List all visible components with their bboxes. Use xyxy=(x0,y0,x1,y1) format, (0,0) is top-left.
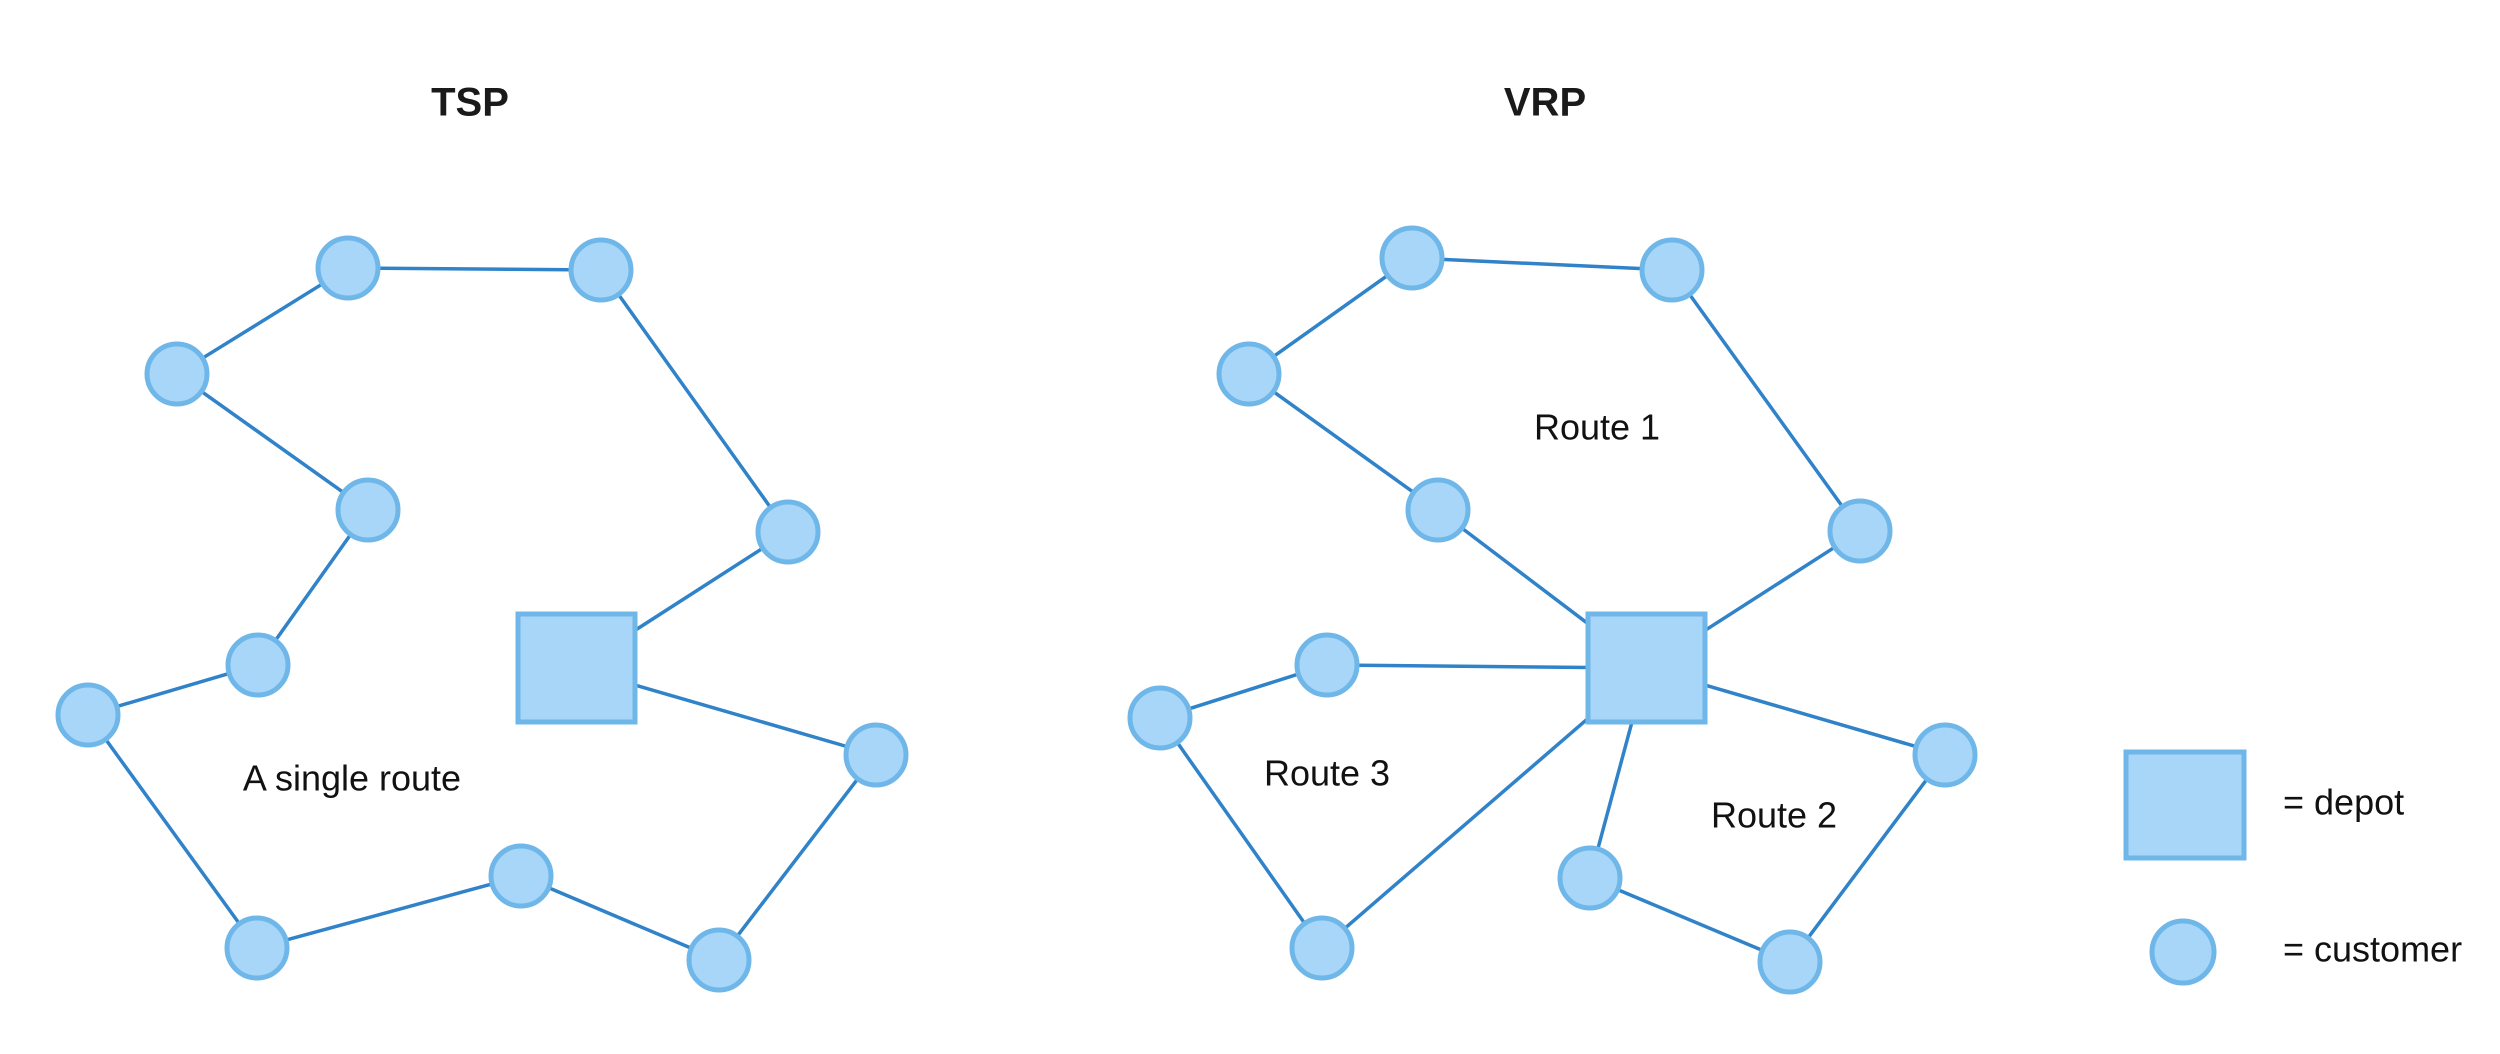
tsp-customer-node[interactable] xyxy=(568,237,634,303)
tsp-edge xyxy=(201,282,324,360)
tsp-customer-node[interactable] xyxy=(55,682,121,748)
tsp-edge xyxy=(547,886,693,950)
edge-layer xyxy=(104,257,1929,952)
vrp-customer-node[interactable] xyxy=(1912,722,1978,788)
vrp-customer-node[interactable] xyxy=(1757,929,1823,995)
tsp-edge xyxy=(634,683,848,749)
vrp-route-2-label: Route 2 xyxy=(1711,795,1837,836)
tsp-depot-node[interactable] xyxy=(515,611,638,725)
vrp-customer-node[interactable] xyxy=(1127,685,1193,751)
vrp-route-1-edge xyxy=(1460,526,1590,626)
tsp-customer-node[interactable] xyxy=(144,341,210,407)
vrp-route-1-edge xyxy=(1272,390,1415,494)
vrp-depot-node[interactable] xyxy=(1585,611,1708,725)
node-layer xyxy=(55,225,1978,995)
vrp-customer-node[interactable] xyxy=(1405,477,1471,543)
tsp-edge xyxy=(116,671,230,709)
tsp-customer-node[interactable] xyxy=(843,722,909,788)
tsp-edge xyxy=(377,266,572,272)
vrp-route-3-edge xyxy=(1175,741,1307,925)
legend-depot-square-icon xyxy=(2123,749,2247,861)
tsp-edge xyxy=(285,882,493,942)
vrp-route-2-edge xyxy=(1616,888,1764,952)
vrp-route-1-edge xyxy=(1441,257,1643,271)
vrp-customer-node[interactable] xyxy=(1289,915,1355,981)
vrp-route-1-edge xyxy=(1704,545,1836,632)
tsp-panel-title: TSP xyxy=(431,81,509,125)
tsp-edge xyxy=(104,738,241,925)
vrp-customer-node[interactable] xyxy=(1639,237,1705,303)
vrp-route-3-edge xyxy=(1356,663,1589,670)
legend-depot-label: = depot xyxy=(2283,782,2404,823)
vrp-customer-node[interactable] xyxy=(1379,225,1445,291)
legend: = depot = customer xyxy=(2123,749,2462,986)
vrp-route-1-label: Route 1 xyxy=(1534,407,1660,448)
vrp-customer-node[interactable] xyxy=(1827,498,1893,564)
tsp-single-route-caption: A single route xyxy=(243,758,461,799)
vrp-route-1-edge xyxy=(1688,293,1844,508)
vrp-customer-node[interactable] xyxy=(1216,341,1282,407)
tsp-edge xyxy=(273,533,353,642)
tsp-customer-node[interactable] xyxy=(686,927,752,993)
vrp-route-3-edge xyxy=(1343,717,1590,930)
tsp-edge xyxy=(634,546,764,632)
tsp-customer-node[interactable] xyxy=(225,632,291,698)
tsp-customer-node[interactable] xyxy=(755,499,821,565)
vrp-route-2-edge xyxy=(1806,777,1929,940)
tsp-edge xyxy=(200,389,345,495)
vrp-customer-node[interactable] xyxy=(1294,632,1360,698)
tsp-customer-node[interactable] xyxy=(315,235,381,301)
vrp-route-2-edge xyxy=(1704,683,1917,749)
vrp-route-1-edge xyxy=(1272,273,1389,359)
text-layer: TSP A single route VRP Route 1 Route 2 R… xyxy=(243,81,1837,836)
tsp-customer-node[interactable] xyxy=(335,477,401,543)
tsp-customer-node[interactable] xyxy=(224,915,290,981)
tsp-customer-node[interactable] xyxy=(488,843,554,909)
vrp-route-3-label: Route 3 xyxy=(1264,753,1390,794)
legend-customer-circle-icon xyxy=(2149,918,2217,986)
vrp-route-2-edge xyxy=(1596,721,1634,850)
vrp-panel-title: VRP xyxy=(1504,81,1586,125)
tsp-edge xyxy=(617,293,772,509)
legend-customer-label: = customer xyxy=(2283,929,2462,970)
vrp-route-3-edge xyxy=(1188,672,1299,711)
tsp-edge xyxy=(735,777,860,938)
vrp-customer-node[interactable] xyxy=(1557,845,1623,911)
